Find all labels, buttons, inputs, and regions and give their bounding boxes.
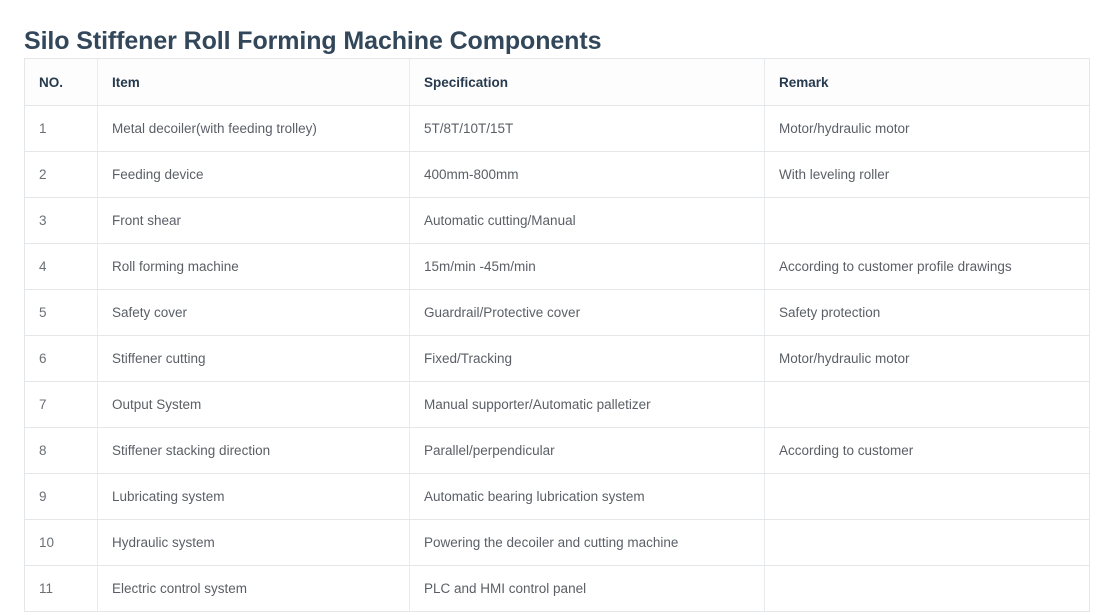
cell-specification: PLC and HMI control panel	[409, 565, 765, 612]
column-header-no: NO.	[24, 58, 98, 106]
cell-no: 4	[24, 243, 98, 290]
table-header: NO. Item Specification Remark	[24, 58, 1090, 106]
cell-specification: 5T/8T/10T/15T	[409, 105, 765, 152]
cell-remark: Motor/hydraulic motor	[764, 105, 1090, 152]
cell-item: Metal decoiler(with feeding trolley)	[97, 105, 410, 152]
cell-specification: Guardrail/Protective cover	[409, 289, 765, 336]
cell-remark: Safety protection	[764, 289, 1090, 336]
cell-item: Output System	[97, 381, 410, 428]
cell-item: Feeding device	[97, 151, 410, 198]
cell-remark	[764, 519, 1090, 566]
cell-no: 2	[24, 151, 98, 198]
cell-specification: Powering the decoiler and cutting machin…	[409, 519, 765, 566]
cell-remark	[764, 197, 1090, 244]
page-title: Silo Stiffener Roll Forming Machine Comp…	[24, 26, 602, 55]
cell-no: 5	[24, 289, 98, 336]
cell-no: 11	[24, 565, 98, 612]
cell-remark: With leveling roller	[764, 151, 1090, 198]
cell-remark	[764, 565, 1090, 612]
cell-item: Roll forming machine	[97, 243, 410, 290]
cell-item: Lubricating system	[97, 473, 410, 520]
cell-no: 7	[24, 381, 98, 428]
cell-remark: According to customer	[764, 427, 1090, 474]
cell-remark	[764, 381, 1090, 428]
cell-specification: Parallel/perpendicular	[409, 427, 765, 474]
column-header-specification: Specification	[409, 58, 765, 106]
column-header-item: Item	[97, 58, 410, 106]
cell-remark: According to customer profile drawings	[764, 243, 1090, 290]
cell-item: Stiffener cutting	[97, 335, 410, 382]
cell-specification: Automatic cutting/Manual	[409, 197, 765, 244]
cell-specification: 15m/min -45m/min	[409, 243, 765, 290]
cell-specification: Manual supporter/Automatic palletizer	[409, 381, 765, 428]
cell-specification: Fixed/Tracking	[409, 335, 765, 382]
cell-no: 10	[24, 519, 98, 566]
cell-remark	[764, 473, 1090, 520]
cell-item: Stiffener stacking direction	[97, 427, 410, 474]
cell-item: Front shear	[97, 197, 410, 244]
cell-item: Electric control system	[97, 565, 410, 612]
table-header-row: NO. Item Specification Remark	[24, 58, 1090, 106]
cell-item: Hydraulic system	[97, 519, 410, 566]
cell-specification: Automatic bearing lubrication system	[409, 473, 765, 520]
cell-specification: 400mm-800mm	[409, 151, 765, 198]
cell-no: 1	[24, 105, 98, 152]
cell-remark: Motor/hydraulic motor	[764, 335, 1090, 382]
cell-no: 3	[24, 197, 98, 244]
cell-no: 6	[24, 335, 98, 382]
cell-item: Safety cover	[97, 289, 410, 336]
cell-no: 9	[24, 473, 98, 520]
cell-no: 8	[24, 427, 98, 474]
column-header-remark: Remark	[764, 58, 1090, 106]
